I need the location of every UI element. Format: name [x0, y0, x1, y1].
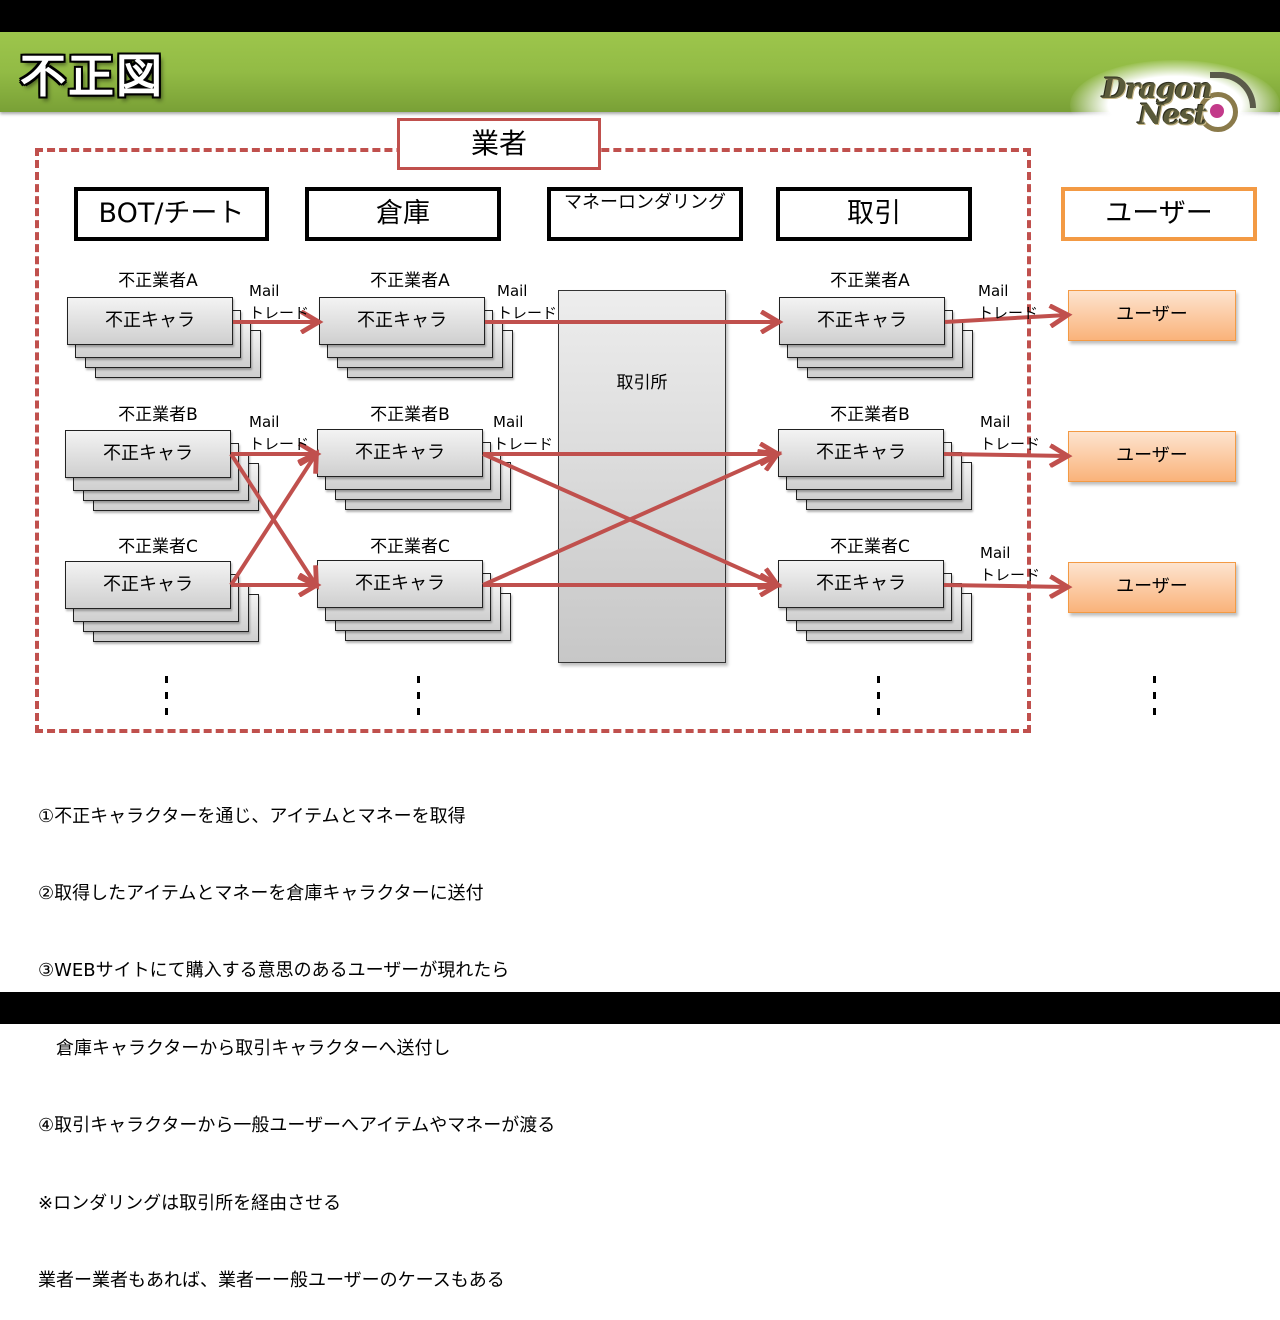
explanation-notes: ①不正キャラクターを通じ、アイテムとマネーを取得 ②取得したアイテムとマネーを倉…: [38, 752, 555, 1320]
note-line: ④取引キャラクターから一般ユーザーへアイテムやマネーが渡る: [38, 1115, 556, 1137]
mail-trade-label: Mail トレード: [249, 280, 309, 324]
slide-header-band: [0, 32, 1280, 112]
bottom-black-bar: [0, 992, 1280, 1024]
logo-text-line1: Dragon: [1102, 72, 1213, 105]
character-stack: 不正キャラ: [778, 560, 976, 648]
mail-trade-label: Mail トレード: [980, 411, 1040, 455]
user-box: ユーザー: [1068, 431, 1236, 482]
mail-label-line1: Mail: [249, 282, 280, 300]
mail-trade-label: Mail トレード: [249, 411, 309, 455]
continuation-dots: [415, 676, 423, 724]
column-header-bot-cheat: BOT/チート: [74, 187, 269, 241]
group-label: 不正業者B: [118, 405, 198, 425]
top-black-bar: [0, 0, 1280, 32]
note-line: ※ロンダリングは取引所を経由させる: [38, 1192, 342, 1214]
mail-trade-label: Mail トレード: [980, 542, 1040, 586]
logo-gem-icon: [1210, 104, 1224, 118]
note-line: ②取得したアイテムとマネーを倉庫キャラクターに送付: [38, 882, 484, 904]
group-label: 不正業者A: [118, 271, 198, 291]
group-label: 不正業者C: [830, 537, 910, 557]
group-label: 不正業者A: [830, 271, 910, 291]
user-box: ユーザー: [1068, 562, 1236, 613]
logo-text-line2: Nest: [1138, 98, 1207, 131]
character-stack: 不正キャラ: [317, 560, 515, 648]
mail-label-line2: トレード: [978, 304, 1039, 322]
mail-trade-label: Mail トレード: [493, 411, 553, 455]
mail-label-line2: トレード: [497, 304, 558, 322]
continuation-dots: [875, 676, 883, 724]
continuation-dots: [1151, 676, 1159, 724]
dragon-nest-logo: Dragon Nest: [1102, 70, 1256, 140]
note-line: ③WEBサイトにて購入する意思のあるユーザーが現れたら: [38, 960, 510, 982]
character-stack: 不正キャラ: [65, 430, 263, 518]
mail-label-line2: トレード: [249, 435, 310, 453]
character-stack: 不正キャラ: [779, 297, 977, 385]
logo-ring-icon: [1198, 92, 1238, 132]
character-card: 不正キャラ: [317, 560, 483, 608]
continuation-dots: [163, 676, 171, 724]
group-label: 不正業者B: [370, 405, 450, 425]
mail-label-line1: Mail: [493, 413, 524, 431]
mail-label-line2: トレード: [980, 435, 1041, 453]
mail-label-line1: Mail: [497, 282, 528, 300]
user-box: ユーザー: [1068, 290, 1236, 341]
character-card: 不正キャラ: [778, 429, 944, 477]
character-card: 不正キャラ: [317, 429, 483, 477]
note-line: ①不正キャラクターを通じ、アイテムとマネーを取得: [38, 805, 466, 827]
exchange-box: [558, 290, 726, 663]
mail-label-line2: トレード: [249, 304, 310, 322]
column-header-user: ユーザー: [1061, 187, 1257, 241]
character-stack: 不正キャラ: [317, 429, 515, 517]
vendor-group-label: 業者: [397, 118, 601, 170]
character-card: 不正キャラ: [65, 430, 231, 478]
mail-label-line2: トレード: [493, 435, 554, 453]
character-card: 不正キャラ: [779, 297, 945, 345]
slide-title: 不正図: [20, 49, 164, 103]
mail-label-line2: トレード: [980, 566, 1041, 584]
character-stack: 不正キャラ: [67, 297, 265, 385]
character-card: 不正キャラ: [65, 561, 231, 609]
mail-trade-label: Mail トレード: [497, 280, 557, 324]
character-card: 不正キャラ: [319, 297, 485, 345]
group-label: 不正業者B: [830, 405, 910, 425]
mail-label-line1: Mail: [980, 413, 1011, 431]
character-stack: 不正キャラ: [319, 297, 517, 385]
group-label: 不正業者A: [370, 271, 450, 291]
character-stack: 不正キャラ: [65, 561, 263, 649]
column-header-trade: 取引: [776, 187, 972, 241]
mail-label-line1: Mail: [980, 544, 1011, 562]
character-card: 不正キャラ: [778, 560, 944, 608]
note-line: 業者ー業者もあれば、業者ーー般ユーザーのケースもある: [38, 1269, 505, 1291]
mail-label-line1: Mail: [249, 413, 280, 431]
group-label: 不正業者C: [370, 537, 450, 557]
character-card: 不正キャラ: [67, 297, 233, 345]
group-label: 不正業者C: [118, 537, 198, 557]
note-line: 倉庫キャラクターから取引キャラクターへ送付し: [38, 1037, 451, 1059]
mail-label-line1: Mail: [978, 282, 1009, 300]
exchange-label: 取引所: [616, 373, 668, 393]
character-stack: 不正キャラ: [778, 429, 976, 517]
column-header-money-laundering: マネーロンダリング: [547, 187, 743, 241]
column-header-storage: 倉庫: [305, 187, 501, 241]
mail-trade-label: Mail トレード: [978, 280, 1038, 324]
